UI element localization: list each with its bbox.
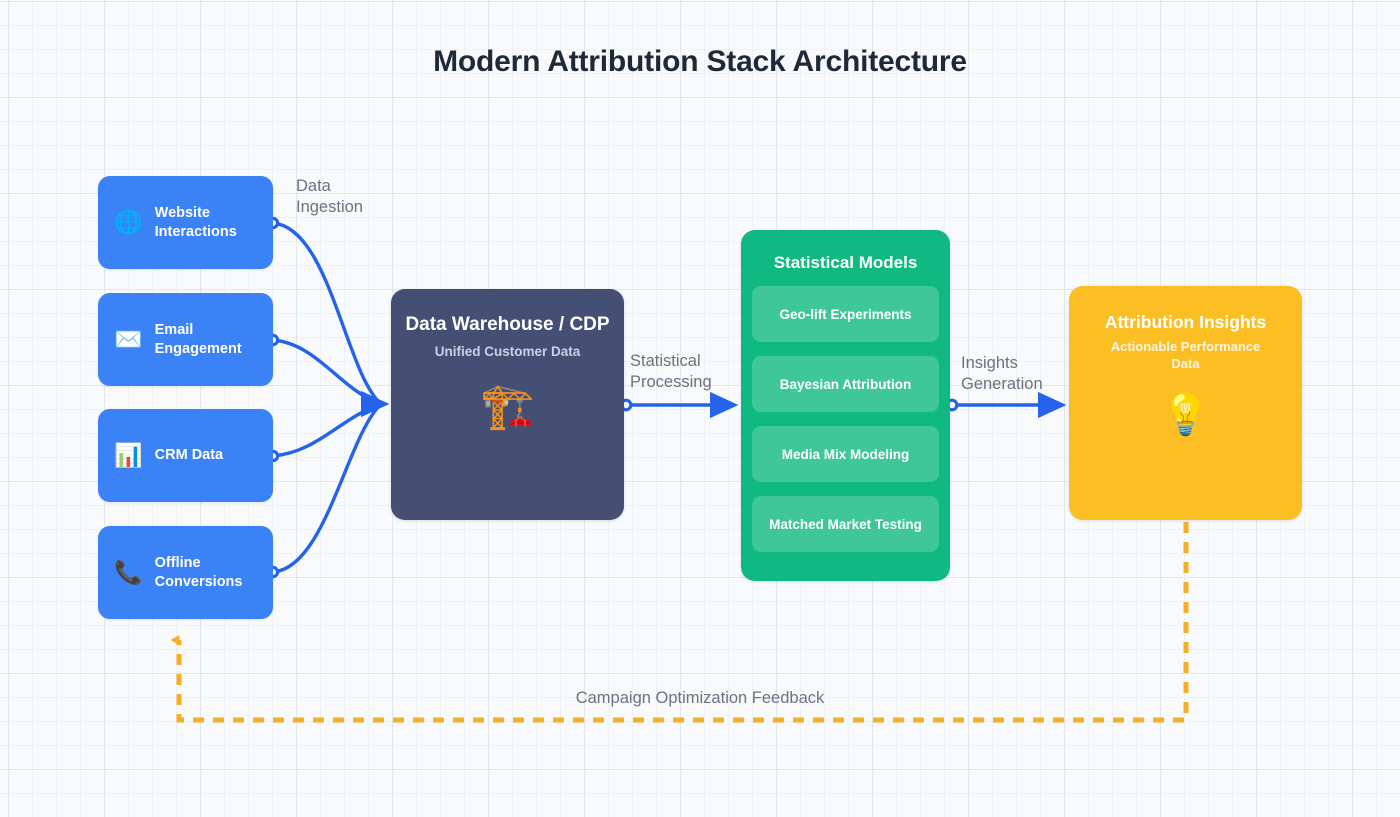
model-card-bayesian-attribution[interactable]: Bayesian Attribution (752, 356, 939, 412)
source-node-crm-data[interactable]: 📊 CRM Data (98, 409, 273, 502)
statistical-models-group[interactable]: Statistical Models Geo-lift Experiments … (741, 230, 950, 581)
edge-insights-generation (945, 391, 1067, 419)
crane-icon: 🏗️ (480, 382, 535, 431)
source-node-label: Email Engagement (154, 322, 242, 357)
attribution-insights-node[interactable]: Attribution Insights Actionable Performa… (1069, 286, 1302, 520)
edge-offline-to-warehouse (272, 402, 383, 574)
edge-website-to-warehouse (272, 221, 383, 406)
warehouse-subtitle: Unified Customer Data (434, 344, 581, 359)
edge-ingestion-endpoints (266, 216, 280, 579)
model-card-media-mix-modeling[interactable]: Media Mix Modeling (752, 426, 939, 482)
telephone-icon: 📞 (114, 559, 143, 585)
model-card-list: Geo-lift Experiments Bayesian Attributio… (741, 286, 950, 552)
source-node-offline-conversions[interactable]: 📞 Offline Conversions (98, 526, 273, 619)
edge-crm-to-warehouse (272, 402, 382, 458)
edge-label-statistical-processing: Statistical Processing (630, 352, 712, 392)
page-title: Modern Attribution Stack Architecture (433, 45, 967, 78)
edge-label-insights-generation: Insights Generation (961, 354, 1043, 394)
source-node-label: Website Interactions (154, 205, 237, 240)
model-card-geo-lift-experiments[interactable]: Geo-lift Experiments (752, 286, 939, 342)
edge-label-data-ingestion: Data Ingestion (296, 177, 363, 217)
statistical-models-title: Statistical Models (773, 253, 918, 272)
envelope-icon: ✉️ (114, 326, 143, 352)
bar-chart-icon: 📊 (114, 442, 143, 468)
edge-ingestion-group (272, 221, 390, 574)
edge-statistical-processing (619, 391, 739, 419)
source-node-email-engagement[interactable]: ✉️ Email Engagement (98, 293, 273, 386)
warehouse-title: Data Warehouse / CDP (405, 314, 610, 335)
insights-title: Attribution Insights (1104, 312, 1267, 332)
lightbulb-icon: 💡 (1160, 392, 1211, 437)
insights-subtitle: Actionable Performance Data (1110, 339, 1261, 371)
source-node-label: CRM Data (154, 447, 224, 464)
edge-email-to-warehouse (272, 338, 382, 406)
edge-label-campaign-feedback: Campaign Optimization Feedback (575, 689, 825, 707)
globe-icon: 🌐 (114, 209, 143, 235)
model-card-matched-market-testing[interactable]: Matched Market Testing (752, 496, 939, 552)
source-node-label: Offline Conversions (154, 555, 243, 590)
warehouse-node[interactable]: Data Warehouse / CDP Unified Customer Da… (391, 289, 624, 520)
source-node-website-interactions[interactable]: 🌐 Website Interactions (98, 176, 273, 269)
